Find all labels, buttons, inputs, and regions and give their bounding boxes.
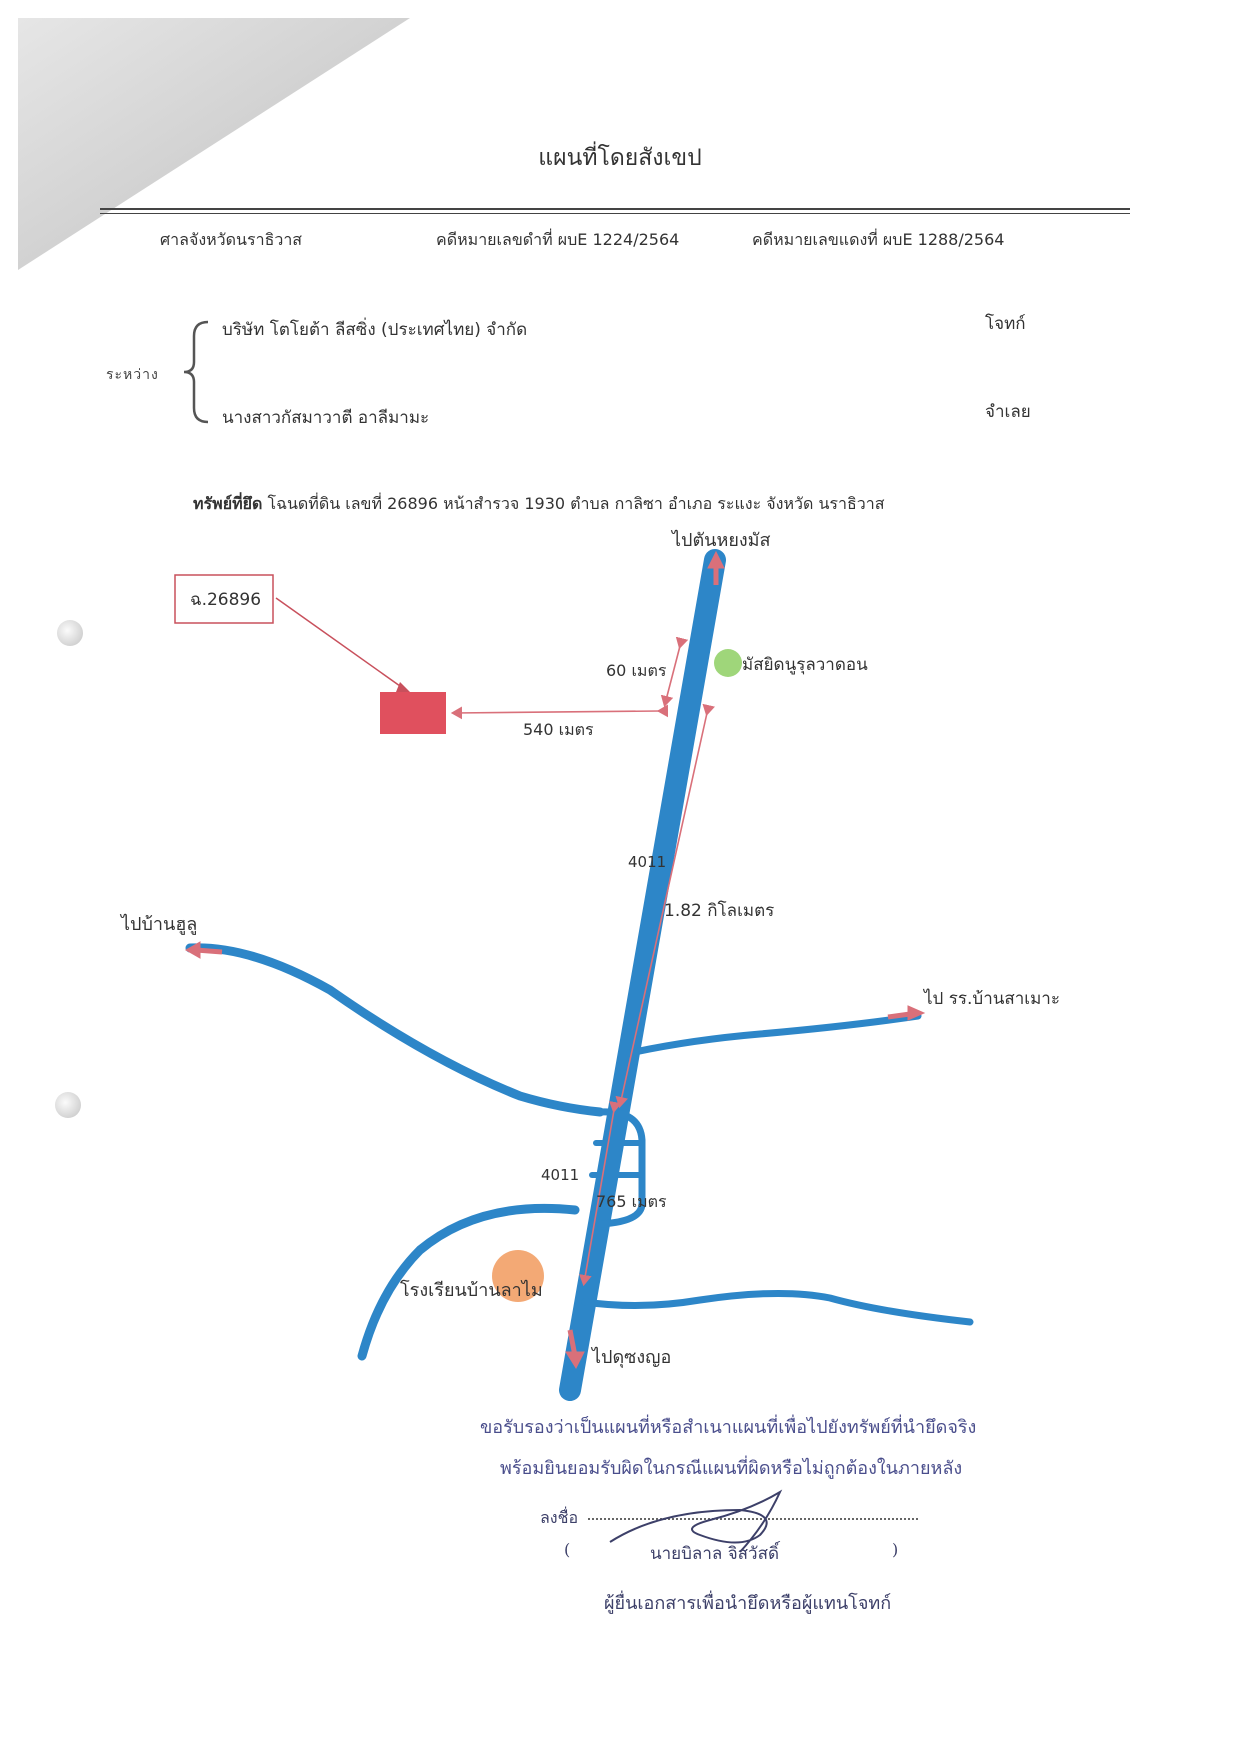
to-south-label: ไปดุซงญอ	[590, 1346, 671, 1368]
to-east-label: ไป รร.บ้านสาเมาะ	[922, 988, 1060, 1009]
parcel-pointer	[275, 597, 408, 692]
between-label: ระหว่าง	[106, 367, 159, 383]
brace	[183, 320, 209, 424]
sign-label: ลงชื่อ	[540, 1508, 579, 1527]
to-west-label: ไปบ้านฮูลู	[119, 913, 197, 935]
road-east-river	[581, 1289, 974, 1326]
signature-line	[588, 1518, 918, 1520]
dist-540-label: 540 เมตร	[523, 720, 594, 739]
property-label: ทรัพย์ที่ยึด	[193, 494, 263, 513]
property-description: โฉนดที่ดิน เลขที่ 26896 หน้าสำรวจ 1930 ต…	[267, 494, 885, 513]
red-case-number: คดีหมายเลขแดงที่ ผบE 1288/2564	[752, 230, 1005, 249]
measure-60m	[660, 636, 689, 708]
certification-line-2: พร้อมยินยอมรับผิดในกรณีแผนที่ผิดหรือไม่ถ…	[500, 1458, 963, 1479]
close-paren: )	[892, 1540, 899, 1559]
road-to-hulu	[185, 943, 605, 1117]
signer-name: นายบิลาล จิสวัสดิ์	[650, 1544, 780, 1564]
arrow-west-head	[184, 941, 201, 959]
road-number-upper: 4011	[628, 853, 666, 871]
plaintiff-name: บริษัท โตโยต้า ลีสซิ่ง (ประเทศไทย) จำกัด	[222, 320, 528, 340]
punch-hole-top	[57, 620, 83, 646]
court-name: ศาลจังหวัดนราธิวาส	[160, 230, 303, 249]
arrow-south-head	[565, 1351, 585, 1370]
arrow-east	[887, 1011, 911, 1020]
mosque-label: มัสยิดนูรุลวาดอน	[742, 655, 868, 675]
dist-765-label: 765 เมตร	[596, 1192, 667, 1211]
mosque-marker	[714, 649, 742, 677]
scan-shadow	[18, 18, 410, 270]
parcel-label: ฉ.26896	[190, 590, 261, 610]
arrow-north-head	[707, 550, 725, 569]
defendant-role: จำเลย	[985, 402, 1031, 422]
signer-role: ผู้ยื่นเอกสารเพื่อนำยึดหรือผู้แทนโจทก์	[604, 1593, 892, 1614]
measure-182km	[615, 703, 715, 1109]
arrow-east-head	[907, 1005, 926, 1021]
plaintiff-role: โจทก์	[985, 314, 1026, 334]
seized-property: ทรัพย์ที่ยึด โฉนดที่ดิน เลขที่ 26896 หน้…	[193, 492, 884, 517]
dist-60-label: 60 เมตร	[606, 661, 667, 680]
measure-765m	[579, 1101, 622, 1287]
defendant-name: นางสาวกัสมาวาตี อาลีมามะ	[222, 408, 430, 428]
parcel-26896	[380, 692, 446, 734]
black-case-number: คดีหมายเลขดำที่ ผบE 1224/2564	[436, 230, 680, 249]
to-north-label: ไปตันหยงมัส	[670, 529, 771, 551]
punch-hole-bottom	[55, 1092, 81, 1118]
signature-scribble	[609, 1489, 783, 1553]
open-paren: (	[564, 1540, 571, 1559]
measure-540m	[450, 704, 669, 720]
certification-line-1: ขอรับรองว่าเป็นแผนที่หรือสำเนาแผนที่เพื่…	[480, 1417, 977, 1438]
header-rule-1	[100, 208, 1130, 210]
road-to-school-west	[357, 1203, 580, 1361]
road-number-lower: 4011	[541, 1166, 579, 1184]
school-label: โรงเรียนบ้านลาไม	[400, 1279, 543, 1301]
page-title: แผนที่โดยสังเขป	[538, 145, 702, 171]
school-marker	[492, 1250, 544, 1302]
parcel-label-box	[174, 574, 274, 624]
road-4011	[559, 549, 726, 1401]
dist-182-label: 1.82 กิโลเมตร	[664, 900, 774, 921]
header-rule-2	[100, 213, 1130, 214]
road-to-samoh	[626, 1012, 922, 1057]
